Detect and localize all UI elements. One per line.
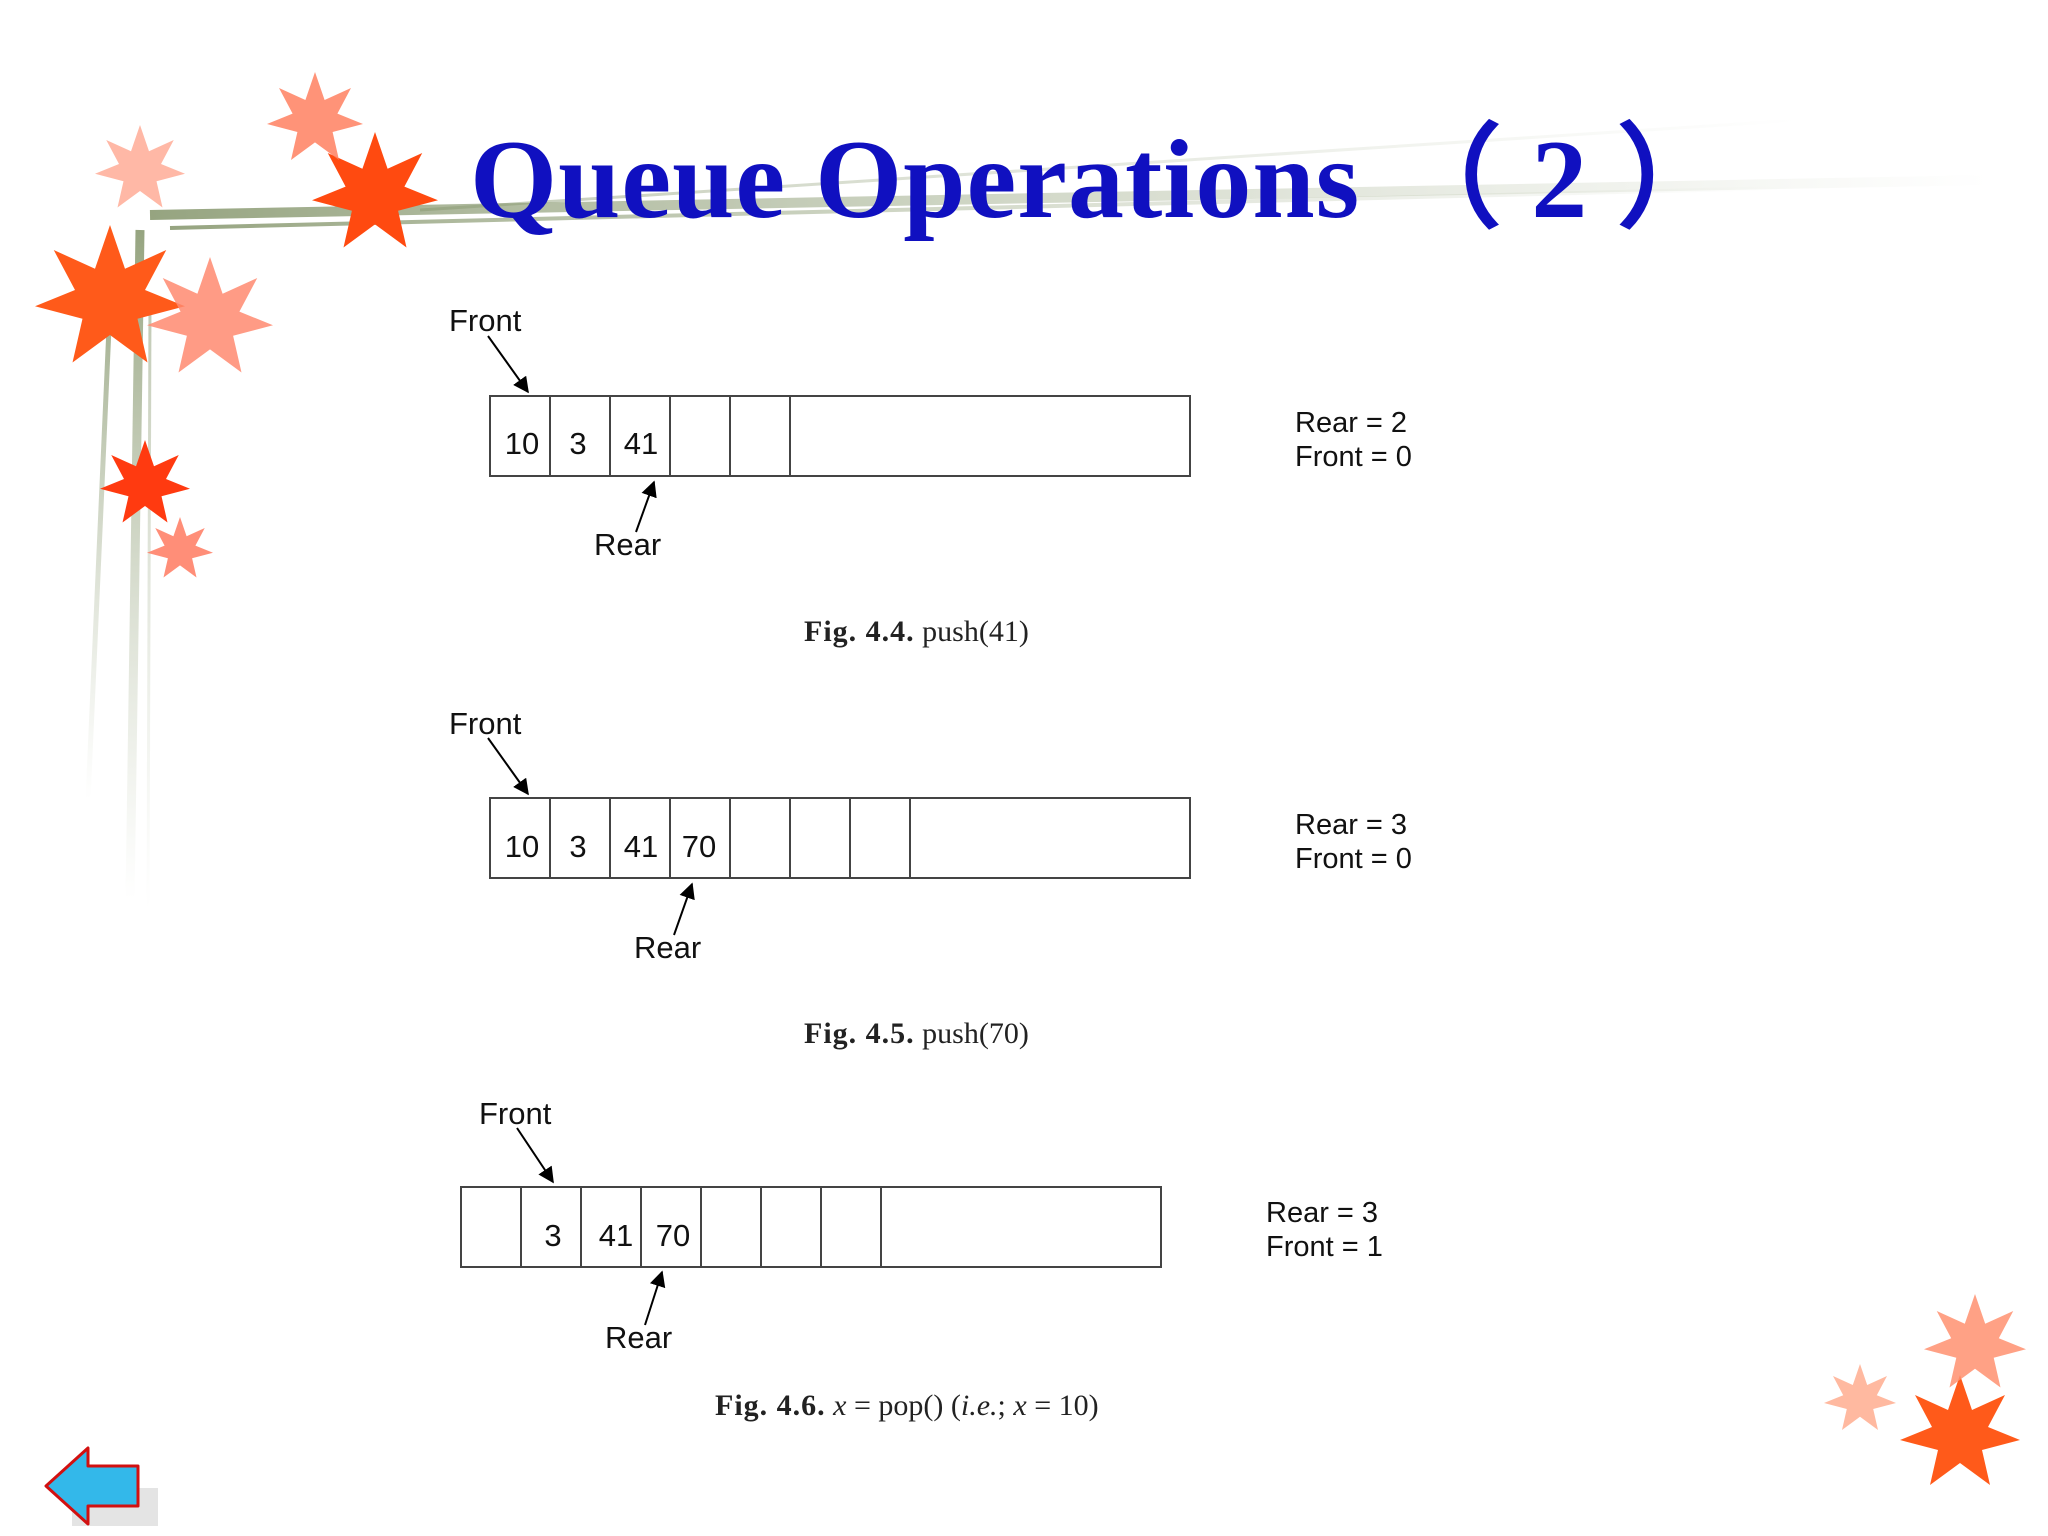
rear-label: Rear — [634, 930, 702, 965]
front-label: Front — [449, 706, 522, 741]
rear-pointer-arrow — [644, 1270, 666, 1326]
front-pointer-arrow — [516, 1127, 554, 1184]
queue-cell: 41 — [624, 829, 658, 864]
back-button[interactable] — [38, 1425, 168, 1515]
rear-value: Rear = 3 — [1266, 1197, 1379, 1229]
front-label: Front — [449, 303, 522, 338]
queue-cell: 10 — [505, 829, 539, 864]
rear-label: Rear — [594, 527, 662, 562]
front-value: Front = 0 — [1295, 843, 1412, 875]
figure-number: Fig. 4.5. — [804, 1017, 915, 1050]
figure-push-41: 10 3 41 — [487, 335, 1191, 533]
front-value: Front = 1 — [1266, 1231, 1383, 1263]
rear-pointer-arrow — [635, 480, 657, 533]
caption-ie: i.e. — [960, 1389, 998, 1422]
rear-value: Rear = 2 — [1295, 407, 1408, 439]
rear-pointer-arrow — [673, 882, 695, 936]
figure-caption: Fig. 4.6. x = pop() (i.e.; x = 10) — [715, 1389, 1099, 1423]
queue-cell: 10 — [505, 426, 539, 461]
left-arrow-icon — [44, 1446, 158, 1526]
queue-state: Rear = 3 Front = 0 — [1295, 808, 1412, 876]
maple-leaf-icon — [35, 72, 2026, 1485]
queue-cell: 3 — [569, 426, 586, 461]
figure-push-70: 10 3 41 70 — [487, 737, 1191, 936]
queue-cell: 3 — [569, 829, 586, 864]
queue-cell: 3 — [544, 1218, 561, 1253]
queue-array — [489, 395, 1191, 477]
queue-cell: 41 — [624, 426, 658, 461]
front-pointer-arrow — [487, 335, 529, 394]
page-title: Queue Operations （ 2 ） — [470, 118, 1731, 242]
queue-cell: 41 — [599, 1218, 633, 1253]
figure-number: Fig. 4.6. — [715, 1389, 826, 1422]
caption-text: = pop() ( — [846, 1389, 961, 1422]
figure-text: push(41) — [922, 615, 1029, 648]
front-pointer-arrow — [487, 737, 529, 796]
queue-state: Rear = 3 Front = 1 — [1266, 1196, 1383, 1264]
caption-var: x — [1013, 1389, 1027, 1422]
queue-array — [489, 797, 1191, 879]
queue-cell: 70 — [682, 829, 716, 864]
front-label: Front — [479, 1096, 552, 1131]
caption-var: x — [833, 1389, 847, 1422]
caption-text: = 10) — [1026, 1389, 1099, 1422]
queue-cell: 70 — [656, 1218, 690, 1253]
figure-caption: Fig. 4.5. push(70) — [804, 1017, 1029, 1051]
figure-caption: Fig. 4.4. push(41) — [804, 615, 1029, 649]
rear-label: Rear — [605, 1320, 673, 1355]
front-value: Front = 0 — [1295, 441, 1412, 473]
figure-number: Fig. 4.4. — [804, 615, 915, 648]
queue-state: Rear = 2 Front = 0 — [1295, 406, 1412, 474]
caption-sep: ; — [997, 1389, 1014, 1422]
figure-pop: 3 41 70 — [460, 1127, 1162, 1326]
rear-value: Rear = 3 — [1295, 809, 1408, 841]
queue-array — [460, 1186, 1162, 1268]
figure-text: push(70) — [922, 1017, 1029, 1050]
